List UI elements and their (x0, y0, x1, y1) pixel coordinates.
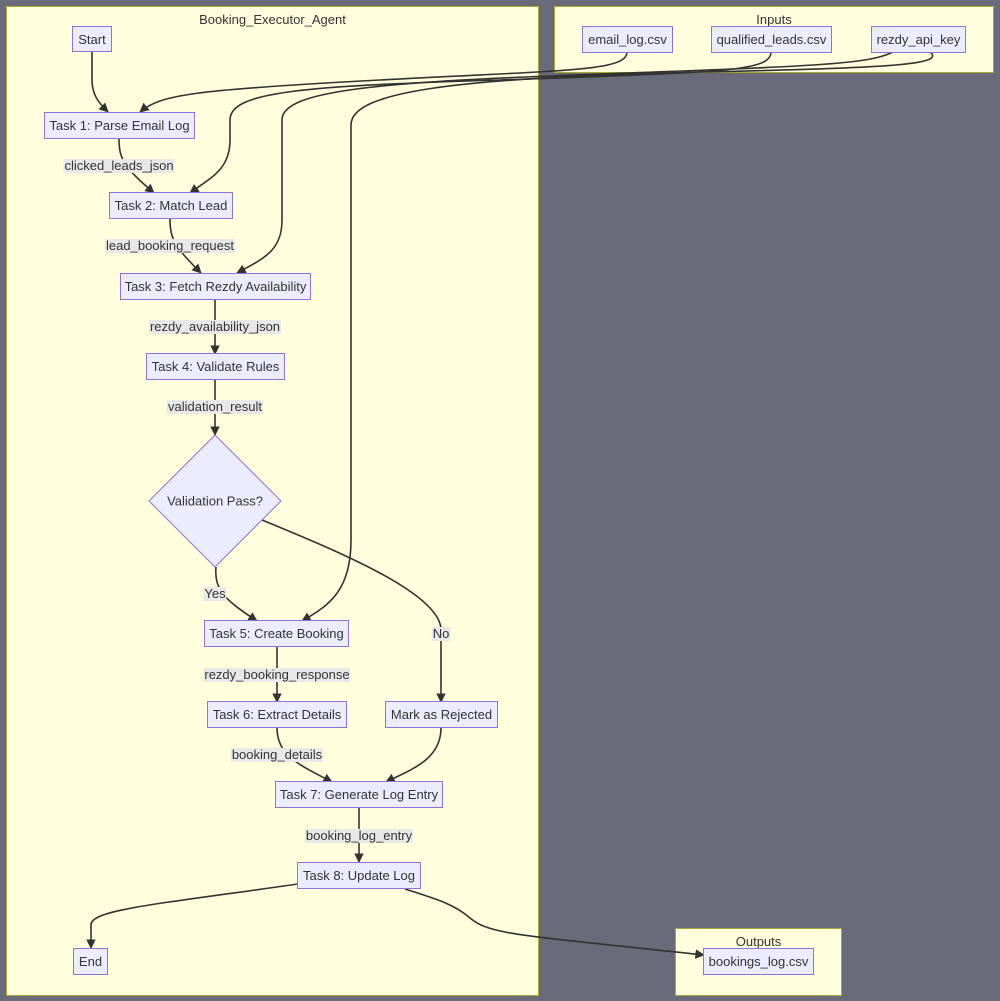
edge-decision-rejected (261, 519, 446, 703)
node-task7-generate-log-entry[interactable]: Task 7: Generate Log Entry (275, 781, 443, 808)
node-task4-validate-rules[interactable]: Task 4: Validate Rules (146, 353, 285, 380)
node-task3-fetch-rezdy-availability[interactable]: Task 3: Fetch Rezdy Availability (120, 273, 311, 300)
node-task2-match-lead[interactable]: Task 2: Match Lead (109, 192, 233, 219)
node-task5-create-booking[interactable]: Task 5: Create Booking (204, 620, 349, 647)
node-qualified-leads-csv[interactable]: qualified_leads.csv (711, 26, 832, 53)
node-decision-diamond[interactable] (148, 434, 282, 568)
node-end[interactable]: End (73, 948, 108, 975)
node-email-log-csv[interactable]: email_log.csv (582, 26, 673, 53)
edge-label-rezdy-availability-json: rezdy_availability_json (148, 319, 282, 334)
node-start[interactable]: Start (72, 26, 112, 52)
edge-rejected-task7 (385, 727, 442, 783)
edge-rezdy-key-task3 (236, 51, 894, 274)
edge-label-booking-log-entry: booking_log_entry (304, 828, 414, 843)
edge-label-rezdy-booking-response: rezdy_booking_response (203, 667, 351, 682)
node-bookings-log-csv[interactable]: bookings_log.csv (703, 948, 814, 975)
node-mark-as-rejected[interactable]: Mark as Rejected (385, 701, 498, 728)
node-task6-extract-details[interactable]: Task 6: Extract Details (207, 701, 347, 728)
cluster-title-agent: Booking_Executor_Agent (199, 12, 346, 27)
edge-label-yes: Yes (203, 586, 227, 601)
edge-task8-bookings-log (404, 888, 705, 959)
node-task1-parse-email-log[interactable]: Task 1: Parse Email Log (44, 112, 195, 139)
node-task8-update-log[interactable]: Task 8: Update Log (297, 862, 421, 889)
edge-label-no: No (431, 626, 451, 641)
edge-label-validation-result: validation_result (167, 399, 263, 414)
node-rezdy-api-key[interactable]: rezdy_api_key (871, 26, 966, 53)
edge-email-log-task1 (139, 51, 628, 113)
edge-rezdy-key-task5 (301, 51, 934, 622)
cluster-title-outputs: Outputs (735, 934, 782, 949)
node-decision-label: Validation Pass? (167, 493, 263, 509)
edge-task8-end (86, 883, 299, 949)
edge-label-booking-details: booking_details (230, 747, 324, 762)
edge-start-task1 (91, 52, 109, 113)
edge-label-lead-booking-request: lead_booking_request (105, 238, 235, 253)
cluster-title-inputs: Inputs (756, 12, 792, 27)
edge-label-clicked-leads-json: clicked_leads_json (63, 158, 175, 173)
